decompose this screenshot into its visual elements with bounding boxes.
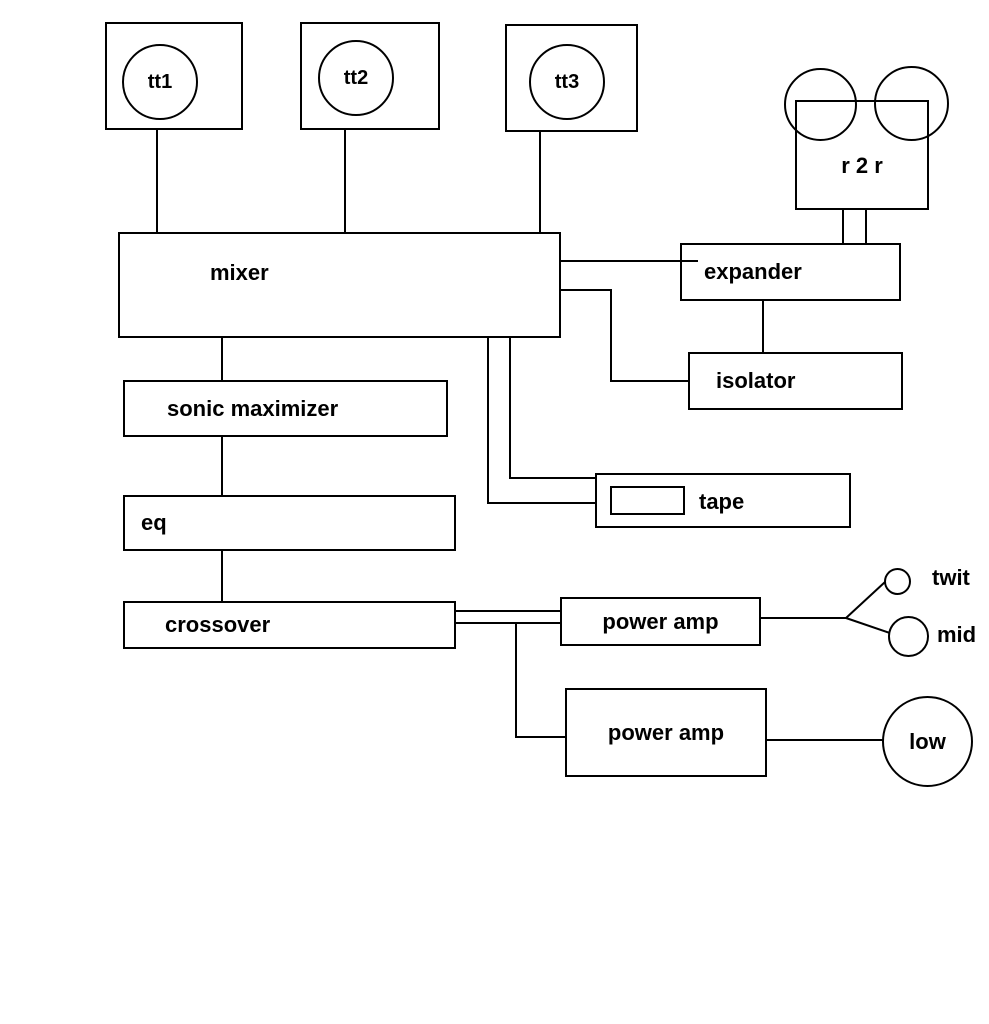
wire-crossover-poweramp2	[515, 623, 566, 738]
wire-crossover-poweramp1	[454, 610, 561, 624]
node-sonic-maximizer: sonic maximizer	[123, 380, 448, 437]
node-mixer: mixer	[118, 232, 561, 338]
node-isolator: isolator	[688, 352, 903, 410]
reel-left-icon	[784, 68, 857, 141]
tt3-label: tt3	[554, 71, 580, 93]
tt1-label: tt1	[147, 71, 173, 93]
mixer-label: mixer	[210, 260, 269, 285]
cassette-icon	[610, 486, 685, 515]
turntable-platter-icon: tt1	[122, 44, 198, 120]
crossover-label: crossover	[165, 612, 271, 637]
tape-label: tape	[699, 489, 745, 514]
eq-label: eq	[141, 510, 167, 535]
turntable-platter-icon: tt2	[318, 40, 394, 116]
wire-mixer-isolator	[560, 289, 688, 382]
wire-mixer-tape-a	[487, 337, 596, 504]
r2r-label: r 2 r	[841, 153, 883, 178]
expander-label: expander	[704, 259, 802, 284]
node-crossover: crossover	[123, 601, 456, 649]
node-r2r: r 2 r	[795, 100, 929, 210]
node-tape: tape	[595, 473, 851, 528]
turntable-platter-icon: tt3	[529, 44, 605, 120]
sonic-maximizer-label: sonic maximizer	[167, 395, 339, 421]
node-power-amp-1: power amp	[560, 597, 761, 646]
reel-right-icon	[874, 66, 949, 141]
wire-mixer-tape-b	[509, 337, 596, 479]
low-label: low	[909, 728, 946, 754]
twit-label: twit	[932, 565, 970, 590]
power-amp-2-label: power amp	[607, 719, 725, 745]
tt2-label: tt2	[343, 67, 369, 89]
node-expander: expander	[680, 243, 901, 301]
node-power-amp-2: power amp	[565, 688, 767, 777]
wire-poweramp1-fork	[760, 581, 891, 634]
mid-label: mid	[937, 622, 977, 647]
mid-speaker-icon	[888, 616, 929, 657]
node-tt1: tt1	[105, 22, 243, 130]
power-amp-1-label: power amp	[602, 608, 719, 634]
node-tt2: tt2	[300, 22, 440, 130]
isolator-label: isolator	[716, 368, 796, 393]
low-speaker-icon: low	[882, 696, 973, 787]
tweeter-icon	[884, 568, 911, 595]
node-tt3: tt3	[505, 24, 638, 132]
node-eq: eq	[123, 495, 456, 551]
wire-r2r-expander	[842, 210, 867, 244]
